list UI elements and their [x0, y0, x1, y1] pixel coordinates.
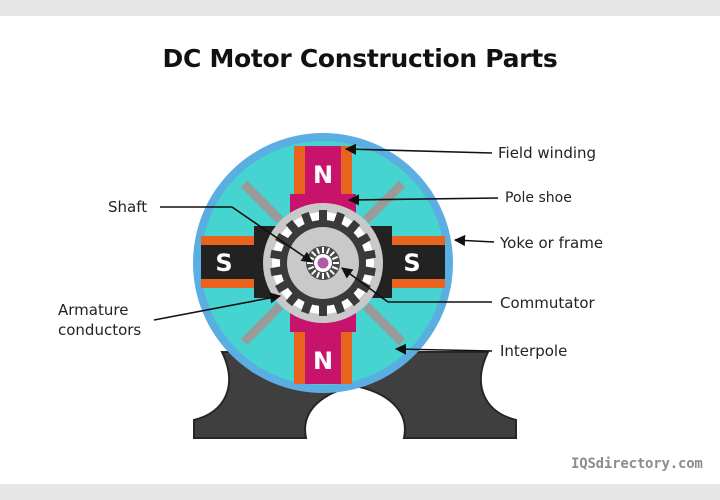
commutator-segment — [325, 271, 331, 279]
top-band — [0, 0, 720, 16]
commutator-segment — [329, 269, 336, 276]
armature-tooth — [319, 302, 327, 316]
commutator-segment — [307, 265, 315, 271]
label-commutator: Commutator — [500, 294, 595, 312]
commutator-segment — [315, 271, 321, 279]
pole-letter-top: N — [313, 161, 333, 189]
south-pole-left — [201, 226, 278, 298]
armature-tooth — [319, 210, 327, 224]
commutator-segment — [310, 269, 317, 276]
brand-logo: IQSdirectory.com — [571, 456, 703, 472]
arrow-shaft — [160, 206, 313, 263]
label-armature-line1: Armature — [58, 301, 129, 319]
diagram-title: DC Motor Construction Parts — [162, 44, 558, 73]
label-pole-shoe: Pole shoe — [505, 190, 572, 206]
commutator-segment — [325, 247, 331, 255]
pole-letter-left: S — [215, 249, 232, 277]
shaft-core — [317, 257, 329, 269]
label-yoke-or-frame: Yoke or frame — [500, 234, 604, 252]
arrow-yoke-frame — [453, 234, 495, 247]
arrow-field-winding — [344, 143, 493, 155]
north-pole-bottom — [290, 308, 356, 384]
label-armature-line2: conductors — [58, 321, 142, 339]
bottom-band — [0, 484, 720, 500]
pole-letter-bottom: N — [313, 347, 333, 375]
commutator-segment — [331, 255, 339, 261]
arrow-armature — [153, 292, 282, 321]
commutator-segment — [315, 247, 321, 255]
label-shaft: Shaft — [108, 198, 148, 216]
label-field-winding: Field winding — [498, 144, 597, 162]
pole-letter-right: S — [403, 249, 420, 277]
commutator-segment — [329, 250, 336, 257]
label-interpole: Interpole — [500, 342, 568, 360]
interpole-spokes — [240, 180, 406, 346]
commutator-segment — [331, 265, 339, 271]
arrow-commutator-diag — [341, 267, 389, 303]
arrow-pole-shoe — [347, 194, 499, 206]
arrow-interpole — [394, 343, 493, 355]
